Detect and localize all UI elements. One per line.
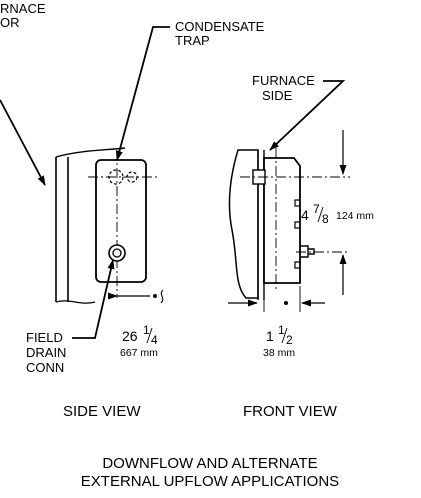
- drain-connection-inner: [112, 248, 122, 258]
- condensate-trap-body: [95, 159, 147, 283]
- furnace-side-label-1: FURNACE: [252, 73, 315, 88]
- field-drain-label-2: DRAIN: [26, 345, 66, 360]
- side-dim-frac-bar: [146, 327, 153, 344]
- depth-dim-mm: 38 mm: [263, 347, 295, 359]
- caption-line-2: EXTERNAL UPFLOW APPLICATIONS: [81, 473, 339, 490]
- furnace-side-label-2: SIDE: [262, 88, 293, 103]
- furnace-door-label-2: OR: [0, 15, 20, 30]
- height-dim-frac-num: 7: [313, 202, 320, 216]
- leader-lines: [0, 26, 346, 339]
- trap-tabs: [294, 199, 300, 269]
- depth-dim-frac-den: 2: [286, 333, 293, 347]
- condensate-label-1: CONDENSATE: [175, 19, 265, 34]
- side-dim-whole: 26: [122, 328, 138, 344]
- wall-break-line: [55, 300, 96, 304]
- bottom-drain-fitting: [300, 245, 315, 258]
- front-view-title: FRONT VIEW: [243, 403, 338, 420]
- depth-dim-dot: [284, 301, 288, 305]
- side-dim-frac-den: 4: [151, 333, 158, 347]
- side-dim-break: [160, 289, 164, 304]
- trap-side-profile: [263, 157, 301, 284]
- side-dim-frac-num: 1: [143, 323, 150, 337]
- furnace-side-leader: [269, 80, 346, 151]
- condensate-trap-leader: [115, 26, 170, 161]
- drain-connection-outer: [108, 244, 126, 262]
- depth-dim-whole: 1: [266, 328, 274, 344]
- furnace-door-label-1: RNACE: [0, 1, 46, 16]
- height-dim-whole: 4: [301, 207, 309, 223]
- front-view-drawing: [228, 130, 350, 312]
- side-view-drawing: [55, 147, 164, 304]
- height-dim-mm: 124 mm: [336, 210, 374, 222]
- furnace-wall-top-edge: [55, 147, 126, 158]
- depth-dim-frac-bar: [281, 327, 288, 344]
- furnace-wall-outline: [55, 157, 69, 302]
- furnace-door-leader: [0, 99, 46, 186]
- furnace-side-wall: [228, 149, 259, 299]
- field-drain-label-3: CONN: [26, 360, 64, 375]
- height-dim-frac-bar: [317, 206, 324, 223]
- side-view-title: SIDE VIEW: [63, 403, 141, 420]
- condensate-label-2: TRAP: [175, 33, 210, 48]
- caption-line-1: DOWNFLOW AND ALTERNATE: [102, 455, 317, 472]
- text-labels: RNACE OR CONDENSATE TRAP FURNACE SIDE FI…: [0, 1, 374, 490]
- field-drain-leader: [72, 259, 115, 339]
- height-dim-frac-den: 8: [322, 212, 329, 226]
- side-dim-mm: 667 mm: [120, 347, 158, 359]
- field-drain-label-1: FIELD: [26, 330, 63, 345]
- side-dim-dot: [153, 294, 157, 298]
- depth-dim-frac-num: 1: [278, 323, 285, 337]
